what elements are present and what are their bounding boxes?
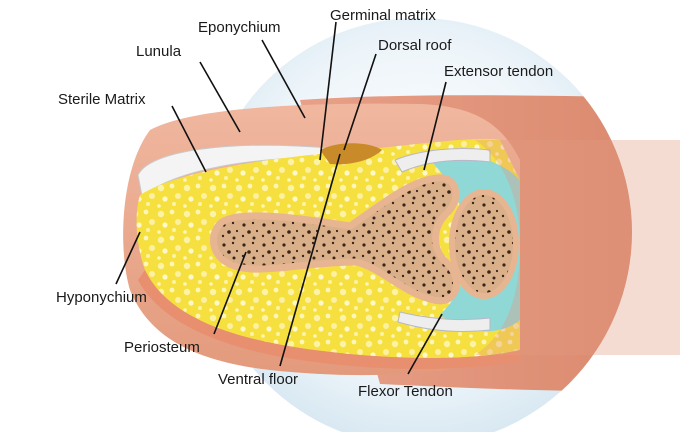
leader-lunula (199, 61, 241, 133)
label-germinal-matrix: Germinal matrix (330, 7, 436, 24)
label-hyponychium: Hyponychium (56, 289, 147, 306)
distal-phalanx-bone (210, 174, 460, 305)
middle-phalanx-head (449, 189, 519, 299)
leader-hyponychium (115, 231, 141, 285)
label-ventral-floor: Ventral floor (218, 371, 298, 388)
leader-flexor-tendon (407, 313, 443, 375)
leader-periosteum (213, 251, 247, 335)
label-sterile-matrix: Sterile Matrix (58, 91, 146, 108)
skin-overlay (475, 140, 680, 355)
germinal-matrix-shape (320, 143, 382, 165)
label-eponychium: Eponychium (198, 19, 281, 36)
leader-ventral-floor (279, 153, 341, 367)
leader-germinal-matrix (319, 21, 337, 161)
flexor-tendon-shape (397, 311, 491, 333)
leader-eponychium (261, 39, 306, 119)
extensor-tendon-shape (394, 148, 491, 173)
leader-lines (115, 21, 447, 375)
leader-sterile-matrix (171, 105, 207, 173)
leader-extensor-tendon (423, 81, 447, 171)
label-flexor-tendon: Flexor Tendon (358, 383, 453, 400)
ventral-skin-layer (138, 270, 520, 369)
label-dorsal-roof: Dorsal roof (378, 37, 452, 54)
leader-dorsal-roof (343, 53, 377, 151)
label-extensor-tendon: Extensor tendon (444, 63, 553, 80)
label-periosteum: Periosteum (124, 339, 200, 356)
label-lunula: Lunula (136, 43, 182, 60)
